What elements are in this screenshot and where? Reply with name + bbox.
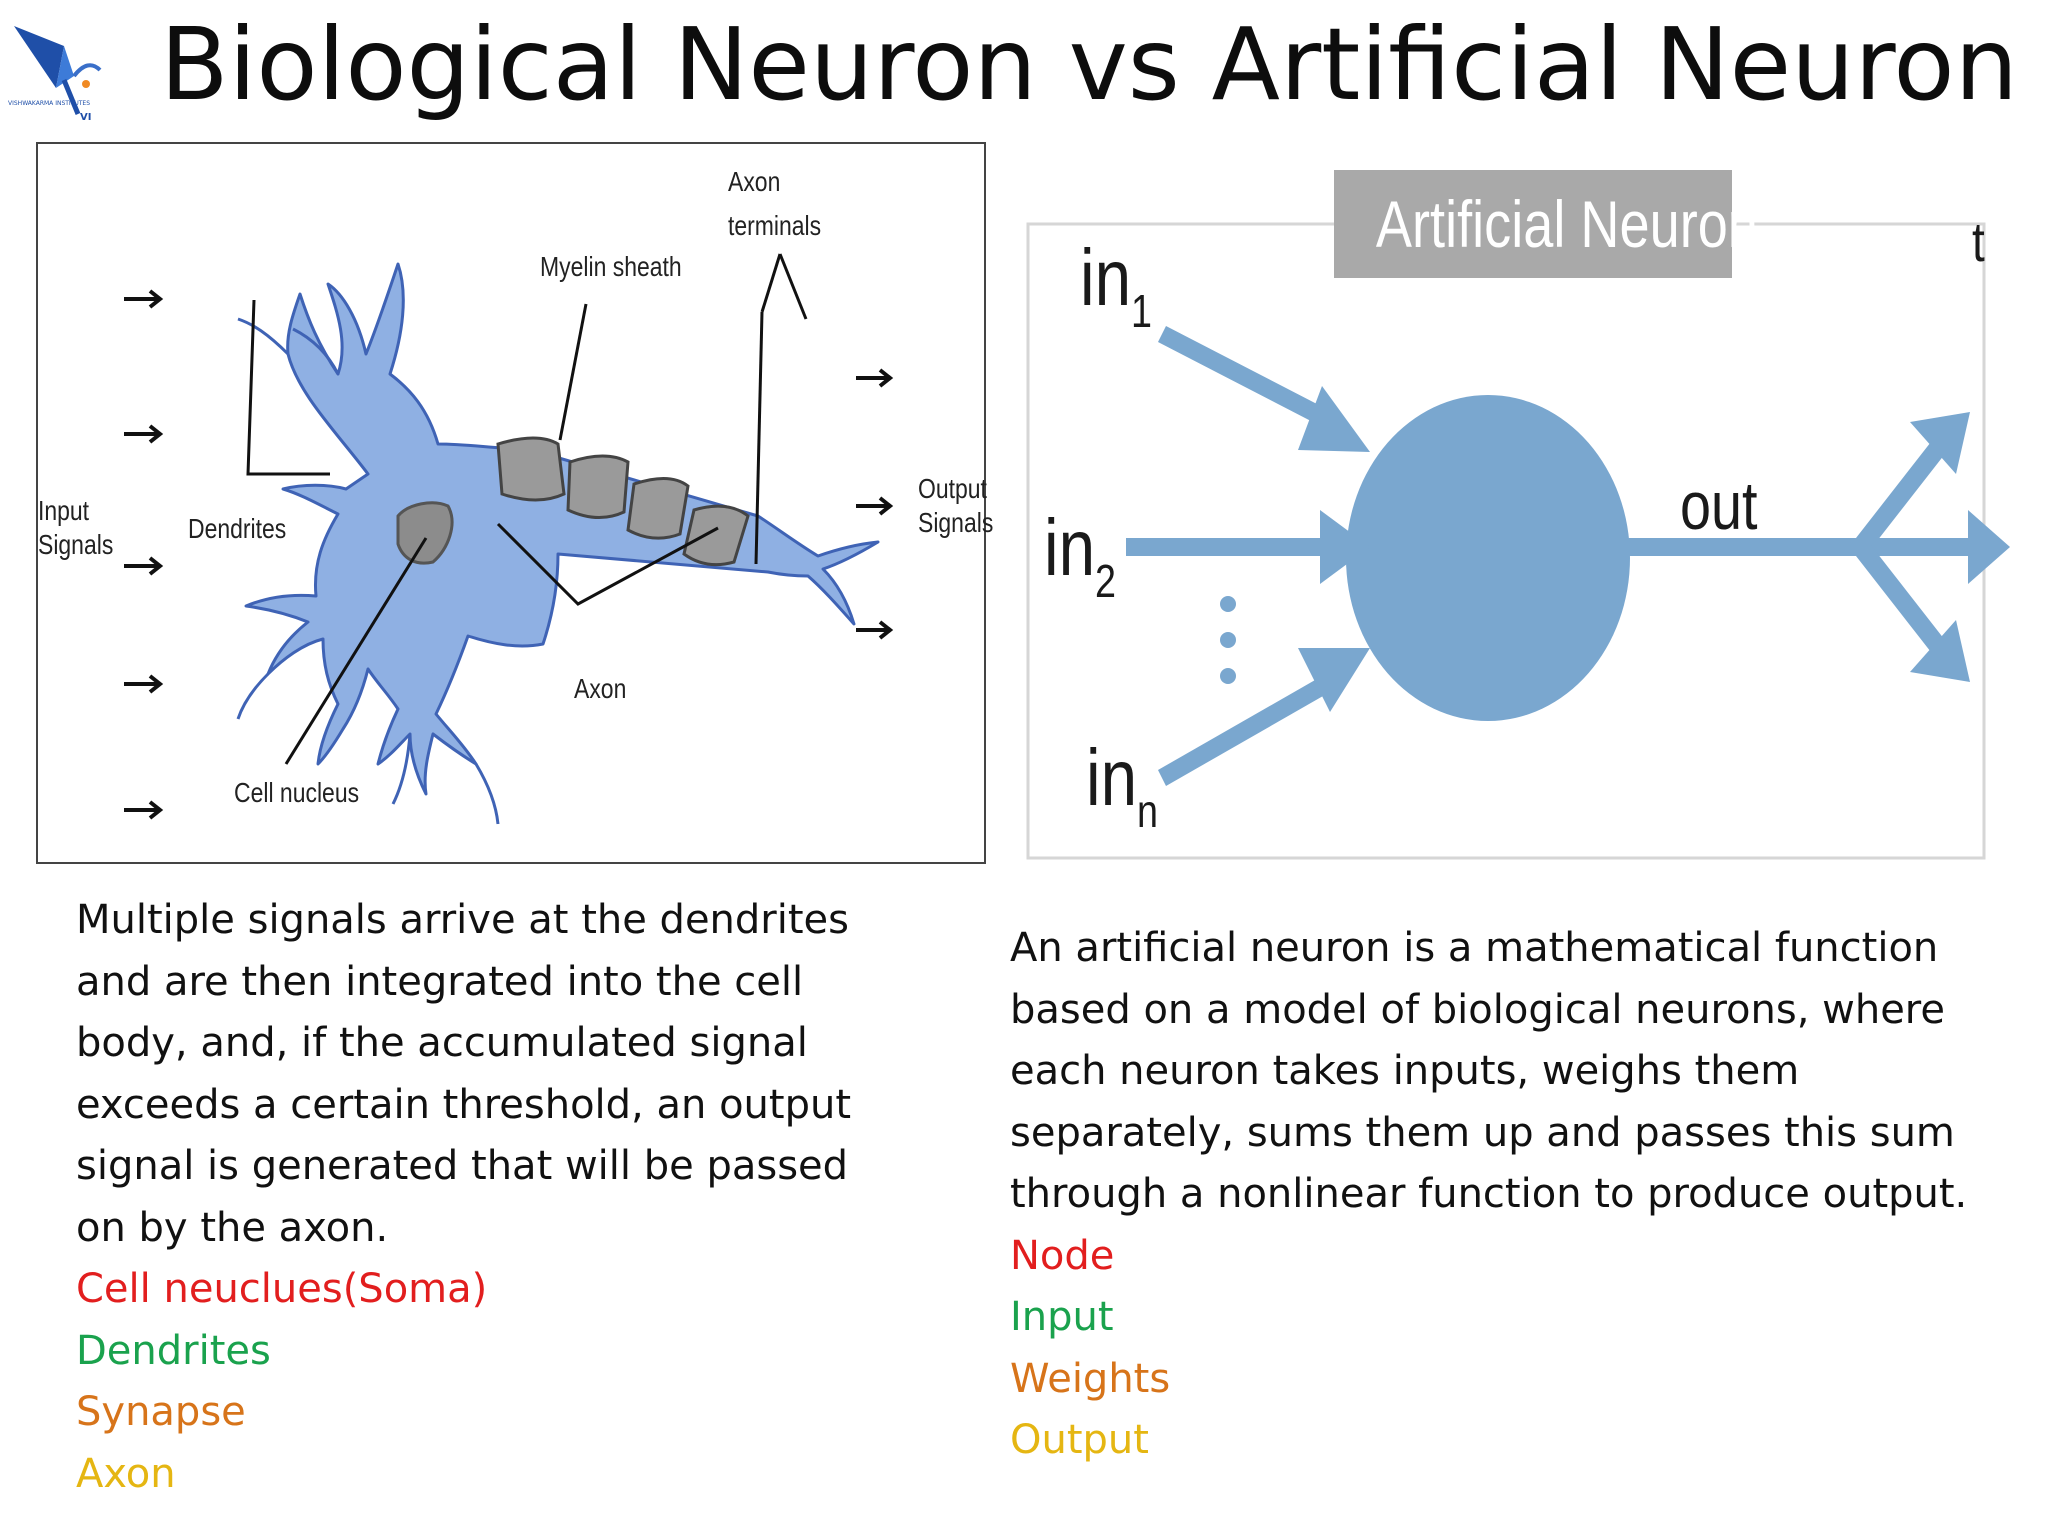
neuron-body [236, 262, 880, 825]
dendrites-label: Dendrites [188, 513, 287, 544]
term-axon: Axon [76, 1450, 176, 1497]
ellipsis-dot [1220, 668, 1236, 684]
term-weights: Weights [1010, 1355, 1171, 1402]
artificial-paragraph-line: An artificial neuron is a mathematical f… [1010, 925, 1939, 971]
biological-paragraph-line: signal is generated that will be passed [76, 1143, 849, 1189]
input-label-n-base: in [1086, 733, 1138, 822]
logo-text: VISHWAKARMA INSTITUTES [8, 100, 91, 107]
biological-paragraph-line: Multiple signals arrive at the dendrites [76, 897, 849, 943]
axon-label: Axon [574, 673, 627, 704]
myelin-segments [496, 436, 750, 567]
artificial-paragraph-line: through a nonlinear function to produce … [1010, 1171, 1968, 1217]
stray-mark: t [1972, 210, 1985, 273]
output-label: out [1680, 468, 1758, 544]
institute-logo: VISHWAKARMA INSTITUTES VI [4, 18, 110, 128]
term-synapse: Synapse [76, 1389, 246, 1435]
term-dendrites: Dendrites [76, 1327, 271, 1374]
artificial-paragraph-line: separately, sums them up and passes this… [1010, 1109, 1955, 1156]
term-input: Input [1010, 1294, 1114, 1340]
cell-nucleus-shape [396, 501, 454, 565]
axon-terminals-label: Axon terminals [728, 160, 821, 248]
output-branches [1856, 412, 2010, 682]
ellipsis-dot [1220, 632, 1236, 648]
input-label-2: in2 [1044, 508, 1116, 621]
output-signals-line-1: Output [918, 473, 987, 504]
artificial-paragraph-line: based on a model of biological neurons, … [1010, 986, 1945, 1033]
input-label-1-sub: 1 [1131, 285, 1153, 337]
input-arrow-1 [1158, 326, 1370, 452]
artificial-paragraph-line: each neuron takes inputs, weighs them [1010, 1048, 1800, 1094]
term-node: Node [1010, 1232, 1115, 1279]
term-output: Output [1010, 1417, 1149, 1463]
input-label-2-base: in [1044, 503, 1096, 592]
label-pointer-lines [246, 253, 808, 765]
input-label-1-base: in [1080, 233, 1132, 322]
term-soma: Cell neuclues(Soma) [76, 1266, 488, 1312]
biological-paragraph-line: on by the axon. [76, 1204, 389, 1251]
axon-terminals-line-1: Axon [728, 166, 781, 197]
biological-description: Multiple signals arrive at the dendrites… [76, 890, 936, 1505]
input-signals-line-1: Input [38, 495, 90, 526]
cell-nucleus-label: Cell nucleus [234, 777, 360, 808]
node-circle [1346, 395, 1630, 721]
biological-paragraph-line: and are then integrated into the cell [76, 958, 804, 1005]
artificial-neuron-title-text: Artificial Neuron [1375, 187, 1758, 261]
input-arrows [124, 289, 164, 820]
input-label-n-sub: n [1137, 785, 1159, 837]
output-line [1626, 538, 1856, 556]
myelin-sheath-label: Myelin sheath [540, 251, 682, 282]
ellipsis-dot [1220, 596, 1236, 612]
logo-mark: VI [80, 112, 92, 123]
page-title: Biological Neuron vs Artificial Neuron [160, 6, 2018, 123]
biological-neuron-diagram: Input Signals Dendrites Cell nucleus Mye… [36, 142, 993, 864]
input-label-1: in1 [1080, 238, 1152, 351]
artificial-neuron-diagram [1026, 164, 2026, 864]
output-signals-label: Output Signals [918, 472, 993, 540]
artificial-description: An artificial neuron is a mathematical f… [1010, 918, 2040, 1472]
input-signals-label: Input Signals [38, 494, 113, 562]
input-signals-line-2: Signals [38, 529, 114, 560]
biological-paragraph-line: body, and, if the accumulated signal [76, 1020, 808, 1066]
input-arrow-2 [1126, 510, 1370, 584]
output-arrows [856, 368, 894, 640]
axon-terminals-line-2: terminals [728, 210, 822, 241]
input-arrow-n [1158, 648, 1370, 786]
artificial-neuron-title: Artificial Neuron [1334, 170, 1758, 278]
input-label-2-sub: 2 [1095, 555, 1117, 607]
biological-paragraph-line: exceeds a certain threshold, an output [76, 1081, 851, 1128]
input-label-n: inn [1086, 738, 1158, 851]
output-signals-line-2: Signals [918, 507, 994, 538]
